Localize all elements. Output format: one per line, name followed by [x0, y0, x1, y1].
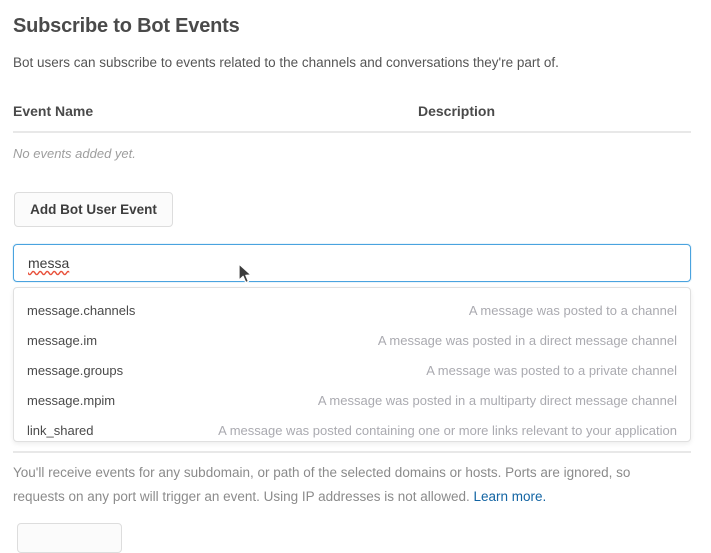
empty-events-message: No events added yet.: [13, 146, 136, 161]
section-divider: [13, 451, 691, 453]
add-bot-user-event-button[interactable]: Add Bot User Event: [14, 192, 173, 227]
option-event-description: A message was posted to a private channe…: [426, 362, 677, 378]
option-event-description: A message was posted to a channel: [468, 302, 677, 318]
option-event-name: link_shared: [27, 422, 94, 438]
column-header-description: Description: [418, 103, 496, 119]
list-item[interactable]: message.im A message was posted in a dir…: [14, 325, 690, 355]
list-item[interactable]: message.channels A message was posted to…: [14, 295, 690, 325]
list-item[interactable]: link_shared A message was posted contain…: [14, 415, 690, 441]
page-title: Subscribe to Bot Events: [13, 15, 240, 37]
column-header-event-name: Event Name: [13, 103, 94, 119]
option-event-name: message.channels: [27, 302, 136, 318]
page-subtitle: Bot users can subscribe to events relate…: [13, 55, 559, 70]
domains-help-text: You'll receive events for any subdomain,…: [13, 461, 685, 509]
events-table-header: Event Name Description: [13, 103, 691, 123]
option-event-description: A message was posted in a multiparty dir…: [317, 392, 677, 408]
table-header-divider: [13, 131, 691, 133]
domains-help-text-body: You'll receive events for any subdomain,…: [13, 465, 631, 504]
event-search-input-value: messa: [28, 255, 70, 271]
bot-events-settings-page: Subscribe to Bot Events Bot users can su…: [13, 15, 691, 553]
option-event-name: message.im: [27, 332, 98, 348]
list-item[interactable]: message.mpim A message was posted in a m…: [14, 385, 690, 415]
option-event-name: message.mpim: [27, 392, 116, 408]
event-suggestions-dropdown[interactable]: message.channels A message was posted to…: [13, 287, 691, 442]
list-item[interactable]: message.groups A message was posted to a…: [14, 355, 690, 385]
partial-bottom-button[interactable]: [17, 523, 122, 553]
learn-more-link[interactable]: Learn more.: [473, 489, 547, 504]
option-event-description: A message was posted in a direct message…: [377, 332, 677, 348]
event-search-input[interactable]: messa: [13, 244, 691, 282]
option-event-name: message.groups: [27, 362, 124, 378]
option-event-description: A message was posted containing one or m…: [218, 422, 677, 438]
